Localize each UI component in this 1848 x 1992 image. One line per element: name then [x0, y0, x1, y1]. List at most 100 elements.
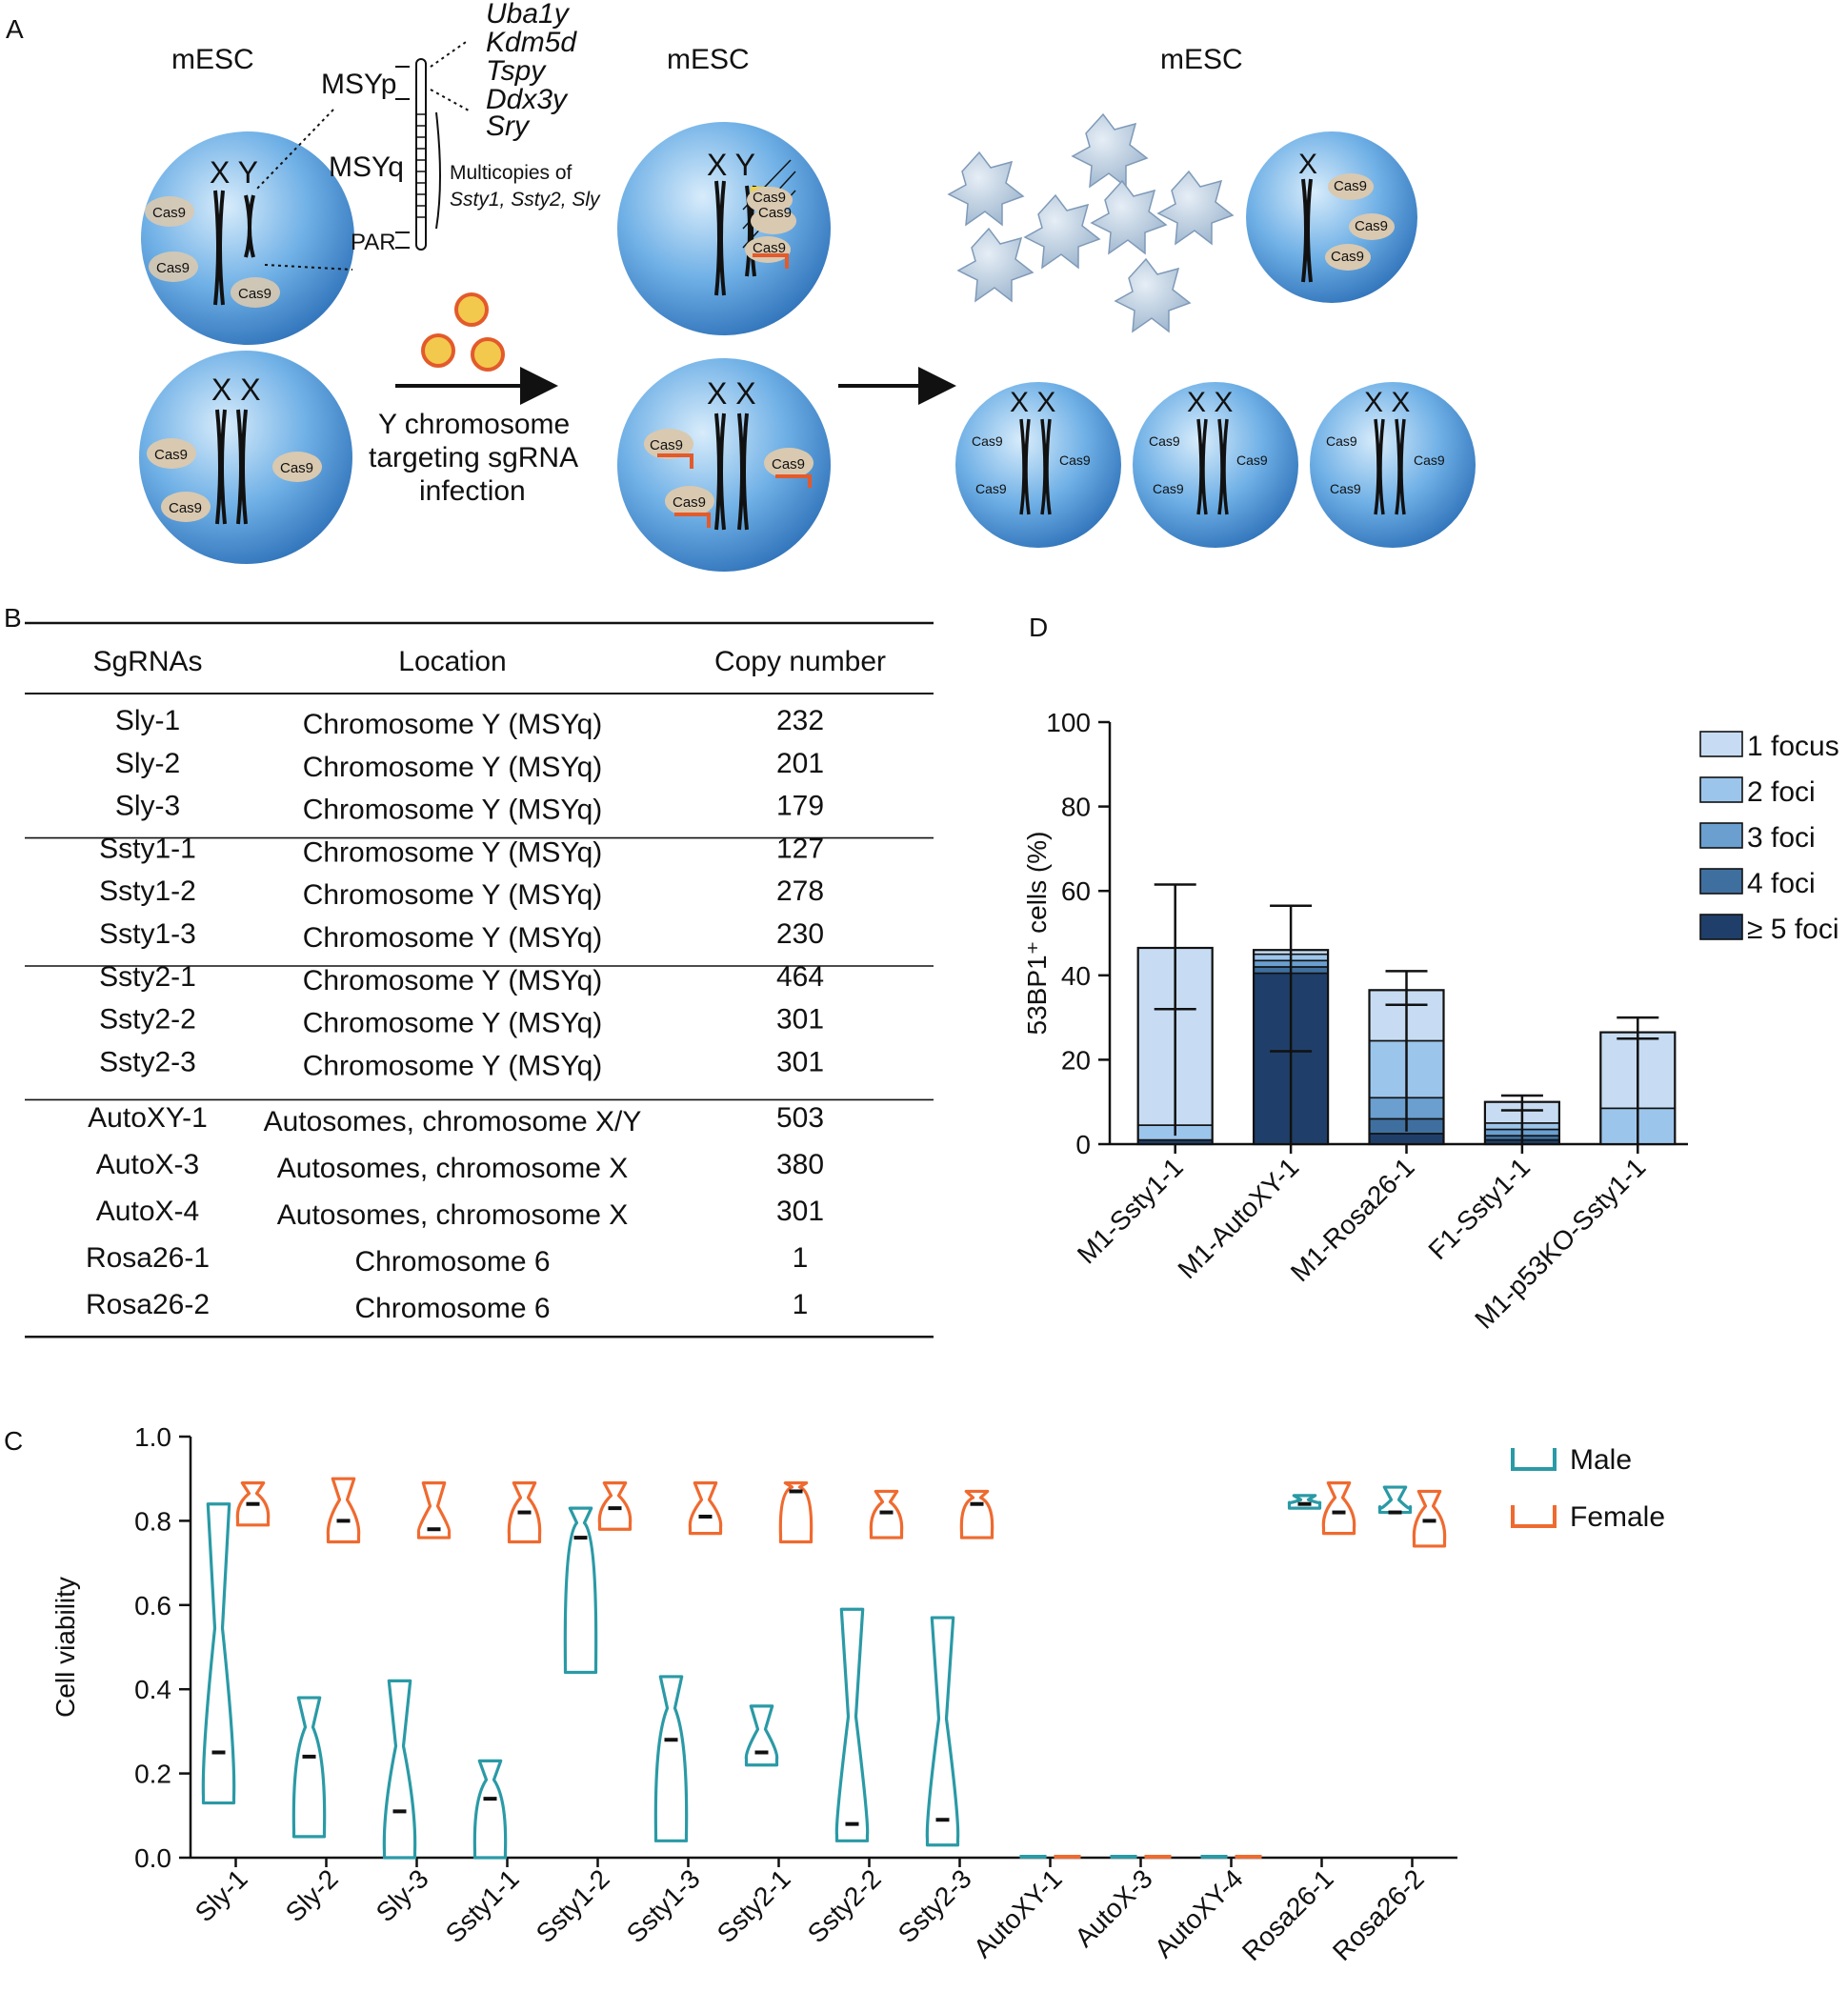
multicopy-genes-label: Ssty1, Ssty2, Sly [450, 189, 601, 211]
gene-label: Tspy [486, 55, 547, 87]
x-tick-label: Ssty1-3 [621, 1863, 706, 1948]
violin-shape [563, 1506, 598, 1675]
x-tick-label: Ssty2-3 [893, 1863, 977, 1948]
cas9-label: Cas9 [1355, 218, 1388, 234]
gene-label: Kdm5d [486, 27, 577, 58]
table-cell-sgrna: AutoXY-1 [88, 1102, 208, 1134]
bar-segment [1368, 1133, 1445, 1145]
x-tick-label: Rosa26-1 [1236, 1863, 1339, 1966]
chrom-xx-label: X X [211, 372, 261, 407]
violin-shape [472, 1759, 508, 1860]
table-cell-copy: 179 [776, 791, 824, 822]
legend-label: 2 foci [1747, 776, 1816, 808]
legend-label: ≥ 5 foci [1747, 914, 1839, 945]
y-chromosome-diagram: MSYp MSYq PAR Uba1y Kdm5d Tspy Ddx3y Sry… [254, 0, 601, 271]
table-cell-sgrna: Ssty1-2 [99, 875, 196, 907]
legend-label: 4 foci [1747, 868, 1816, 899]
cas9-label: Cas9 [238, 286, 271, 302]
legend-label: Male [1570, 1444, 1632, 1476]
violin-shape [959, 1489, 994, 1539]
x-tick-label: Ssty2-2 [802, 1863, 887, 1948]
table-cell-sgrna: Ssty2-1 [99, 961, 196, 993]
gene-label: Uba1y [486, 0, 571, 30]
cas9-label: Cas9 [1331, 249, 1364, 265]
table-cell-copy: 127 [776, 833, 824, 864]
table-cell-sgrna: Sly-3 [115, 791, 180, 822]
panel-c-letter: C [4, 1426, 23, 1456]
x-tick-label: AutoX-3 [1069, 1863, 1157, 1952]
cell-label-2: mESC [667, 44, 750, 75]
table-cell-location: Chromosome Y (MSYq) [303, 795, 603, 826]
x-tick-label: Ssty1-2 [531, 1863, 615, 1948]
table-cell-location: Chromosome Y (MSYq) [303, 709, 603, 740]
table-cell-location: Chromosome Y (MSYq) [303, 1008, 603, 1039]
y-tick-label: 0.8 [134, 1506, 171, 1536]
cas9-label: Cas9 [152, 205, 186, 221]
table-cell-location: Autosomes, chromosome X [277, 1153, 628, 1184]
chrom-xx-label: X X [707, 376, 756, 411]
table-header: Copy number [714, 646, 886, 677]
legend-swatch [1511, 1448, 1557, 1471]
cas9-label: Cas9 [758, 205, 792, 221]
x-tick-label: M1-Ssty1-1 [1072, 1152, 1189, 1269]
violin-shape [834, 1607, 870, 1842]
x-tick-label: F1-Ssty1-1 [1422, 1152, 1536, 1265]
panel-a-letter: A [6, 14, 24, 44]
x-tick-label: Rosa26-2 [1327, 1863, 1430, 1966]
table-cell-sgrna: Sly-1 [115, 705, 180, 736]
legend-label: Female [1570, 1501, 1665, 1533]
chrom-xy-label: X Y [210, 155, 258, 190]
table-cell-location: Chromosome Y (MSYq) [303, 922, 603, 954]
cas9-label: Cas9 [673, 494, 706, 511]
cas9-label: Cas9 [280, 460, 313, 476]
violin-shape [1377, 1485, 1413, 1515]
violin-shape [1321, 1481, 1356, 1536]
violin-shape [744, 1704, 779, 1767]
legend-swatch [1699, 731, 1743, 757]
violin-shape [235, 1481, 271, 1527]
y-tick-label: 0.4 [134, 1675, 171, 1704]
cas9-label: Cas9 [753, 240, 786, 256]
violin-shape [507, 1481, 542, 1544]
cas9-label: Cas9 [1334, 178, 1367, 194]
x-tick-label: Sly-3 [371, 1863, 434, 1927]
violin-shape [653, 1675, 689, 1842]
surviving-cell: X X Cas9 Cas9 Cas9 [955, 382, 1121, 548]
table-cell-copy: 503 [776, 1102, 824, 1134]
infected-male-cell: X Y Cas9 Cas9 Cas9 [617, 122, 831, 335]
table-cell-copy: 201 [776, 748, 824, 779]
cas9-label: Cas9 [1414, 453, 1445, 468]
surviving-cell: X X Cas9 Cas9 Cas9 [1310, 382, 1476, 548]
table-cell-copy: 380 [776, 1149, 824, 1180]
panel-d-letter: D [1029, 613, 1048, 642]
infected-female-cell: X X Cas9 Cas9 Cas9 [617, 358, 831, 572]
table-cell-sgrna: AutoX-4 [96, 1196, 199, 1227]
y-tick-label: 100 [1046, 708, 1091, 737]
table-cell-location: Chromosome Y (MSYq) [303, 752, 603, 783]
dying-cells [947, 112, 1235, 333]
violin-shape [688, 1481, 723, 1536]
table-cell-sgrna: Ssty2-3 [99, 1046, 196, 1077]
y-tick-label: 80 [1061, 793, 1091, 822]
cell-label-3: mESC [1160, 44, 1243, 75]
chrom-xx-label: X X [1364, 387, 1410, 418]
cas9-label: Cas9 [772, 456, 805, 473]
table-cell-location: Autosomes, chromosome X [277, 1199, 628, 1231]
violin-shape [869, 1489, 904, 1539]
table-cell-location: Chromosome Y (MSYq) [303, 1050, 603, 1081]
x-tick-label: AutoXY-4 [1149, 1863, 1249, 1963]
cas9-label: Cas9 [1236, 453, 1268, 468]
table-cell-location: Autosomes, chromosome X/Y [264, 1106, 642, 1137]
table-cell-copy: 230 [776, 918, 824, 950]
violin-shape [326, 1477, 361, 1544]
arrow-text: Y chromosome [378, 409, 570, 440]
table-cell-copy: 1 [793, 1289, 809, 1320]
y-tick-label: 60 [1061, 876, 1091, 906]
cas9-label: Cas9 [975, 481, 1007, 496]
violin-shape [416, 1481, 452, 1539]
chrom-x-label: X [1298, 149, 1317, 180]
y-tick-label: 0.2 [134, 1760, 171, 1789]
surviving-cell: X X Cas9 Cas9 Cas9 [1133, 382, 1298, 548]
